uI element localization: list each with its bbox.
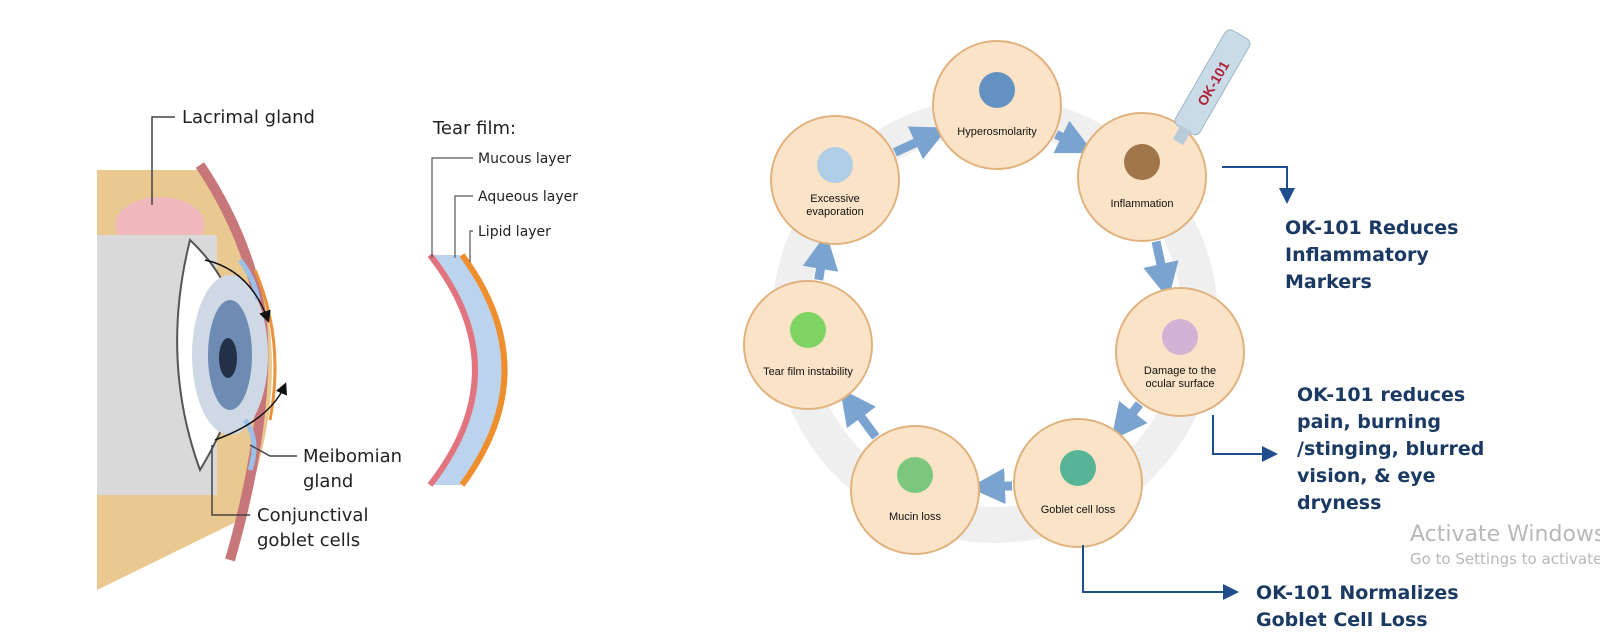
note-goblet-cell-loss: OK-101 Normalizes Goblet Cell Loss [1256,582,1459,631]
stage-icon [1060,450,1096,486]
stage-icon [817,147,853,183]
layer-mucous: Mucous layer [478,151,571,167]
note-symptoms: OK-101 reduces pain, burning /stinging, … [1297,384,1485,514]
cycle-arrow [893,126,948,160]
stage-label: Tear film instability [763,366,853,378]
stage-hyperosmolarity: Hyperosmolarity [932,40,1062,170]
stage-label: Damage to the [1144,365,1216,377]
stage-label: Hyperosmolarity [957,126,1037,138]
note-inflammatory-markers: OK-101 Reduces Inflammatory Markers [1285,217,1459,293]
watermark-title: Activate Windows [1410,522,1600,547]
stage-label: ocular surface [1145,378,1214,390]
anatomy-leader-lines [151,116,297,516]
callout-arrows [1082,166,1295,600]
label-meibomian-line2: gland [303,471,353,492]
stage-inflammation: Inflammation [1077,112,1207,242]
cycle-arrow [840,388,880,440]
cycle-arrow [1143,240,1179,300]
stage-label: evaporation [806,206,864,218]
stage-label: Mucin loss [889,511,941,523]
arrow-to-inflammatory-note [1222,166,1295,204]
label-goblet-line1: Conjunctival [257,505,368,526]
stage-mucin-loss: Mucin loss [850,425,980,555]
tear-film-title: Tear film: [432,118,516,139]
cycle-arrow [1053,120,1094,154]
watermark-subtitle: Go to Settings to activate Windows. [1410,550,1600,568]
layer-aqueous: Aqueous layer [478,189,578,205]
stage-label: Goblet cell loss [1041,504,1116,516]
ok-101-vial-illustration: OK-101 [1172,29,1251,146]
stage-icon [1162,319,1198,355]
cycle-arrow [968,468,1013,505]
stage-tear-film-instability: Tear film instability [743,280,873,410]
stage-icon [790,312,826,348]
tear-film-illustration [427,157,508,487]
stage-goblet-cell-loss: Goblet cell loss [1013,418,1143,548]
arrow-to-symptoms-note [1212,415,1278,462]
stage-icon [979,72,1015,108]
label-meibomian-line1: Meibomian [303,446,402,467]
arrow-to-goblet-note [1082,545,1239,600]
cycle-arrow [1111,400,1148,441]
eye-anatomy-illustration [97,162,287,590]
stage-label: Excessive [810,193,860,205]
label-goblet-line2: goblet cells [257,530,360,551]
stage-icon [897,457,933,493]
cycle-arrows [802,120,1179,505]
stage-icon [1124,144,1160,180]
stage-label: Inflammation [1111,198,1174,210]
cycle-arrow [802,233,839,281]
layer-lipid: Lipid layer [478,224,551,240]
label-lacrimal-gland: Lacrimal gland [182,107,315,128]
